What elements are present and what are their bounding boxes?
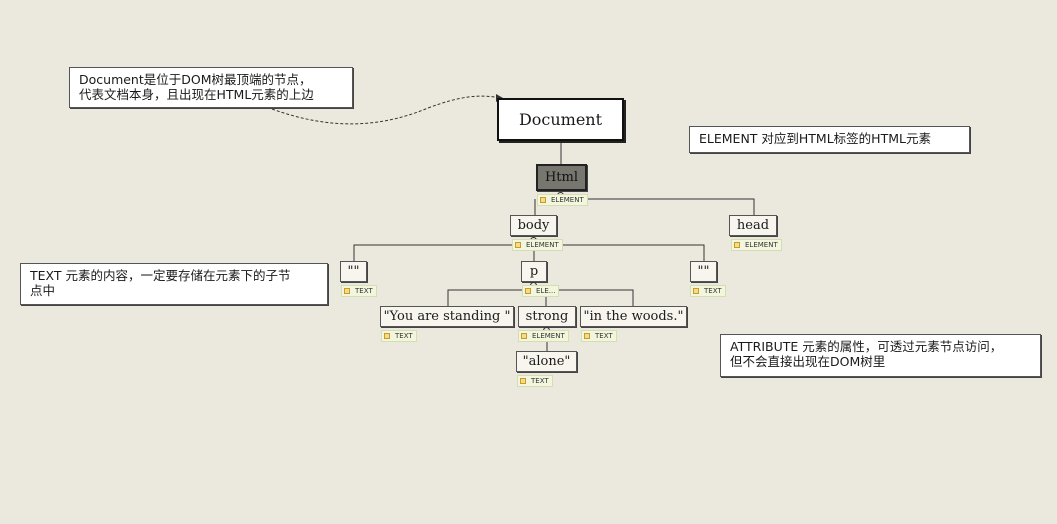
tag-icon [520, 378, 526, 384]
node-body[interactable]: body [510, 215, 557, 236]
type-tag-you-are-standing: TEXT [381, 330, 417, 342]
node-p[interactable]: p [521, 261, 547, 282]
node-text-right[interactable]: "" [690, 261, 717, 282]
tag-icon [525, 288, 531, 294]
tag-icon [584, 333, 590, 339]
tag-icon [693, 288, 699, 294]
type-tag-label: TEXT [355, 287, 373, 295]
note-attribute-line-1: ATTRIBUTE 元素的属性，可透过元素节点访问， [730, 339, 1003, 354]
type-tag-label: ELE... [536, 287, 556, 295]
node-in-the-woods[interactable]: "in the woods." [580, 306, 687, 327]
node-html[interactable]: Html [536, 164, 587, 191]
note-element-line-1: ELEMENT 对应到HTML标签的HTML元素 [699, 131, 931, 146]
type-tag-label: TEXT [704, 287, 722, 295]
type-tag-alone: TEXT [517, 375, 553, 387]
tag-icon [521, 333, 527, 339]
edge-html-children [560, 192, 755, 215]
node-text-left[interactable]: "" [340, 261, 367, 282]
note-document: Document是位于DOM树最顶端的节点， 代表文档本身，且出现在HTML元素… [69, 67, 353, 108]
note-text-line-1: TEXT 元素的内容，一定要存储在元素下的子节 [30, 268, 291, 283]
type-tag-p: ELE... [522, 285, 560, 297]
tag-icon [540, 197, 546, 203]
node-alone[interactable]: "alone" [516, 351, 577, 372]
node-strong[interactable]: strong [518, 306, 576, 327]
type-tag-html: ELEMENT [537, 194, 588, 206]
tag-icon [344, 288, 350, 294]
type-tag-strong: ELEMENT [518, 330, 569, 342]
type-tag-text-right: TEXT [690, 285, 726, 297]
note-text: TEXT 元素的内容，一定要存储在元素下的子节 点中 [20, 263, 328, 305]
note-text-line-2: 点中 [30, 283, 56, 298]
note-document-line-1: Document是位于DOM树最顶端的节点， [79, 72, 312, 87]
tag-icon [384, 333, 390, 339]
type-tag-label: TEXT [531, 377, 549, 385]
type-tag-label: ELEMENT [532, 332, 565, 340]
note-attribute-line-2: 但不会直接出现在DOM树里 [730, 354, 886, 369]
type-tag-head: ELEMENT [731, 239, 782, 251]
type-tag-label: TEXT [595, 332, 613, 340]
type-tag-label: TEXT [395, 332, 413, 340]
tag-icon [515, 242, 521, 248]
node-document[interactable]: Document [497, 98, 624, 141]
node-you-are-standing[interactable]: "You are standing " [380, 306, 514, 327]
tag-icon [734, 242, 740, 248]
type-tag-in-the-woods: TEXT [581, 330, 617, 342]
note-element: ELEMENT 对应到HTML标签的HTML元素 [689, 126, 970, 153]
note-document-pointer [271, 95, 501, 125]
note-document-line-2: 代表文档本身，且出现在HTML元素的上边 [79, 87, 314, 102]
type-tag-label: ELEMENT [526, 241, 559, 249]
node-head[interactable]: head [729, 215, 777, 236]
type-tag-label: ELEMENT [745, 241, 778, 249]
note-attribute: ATTRIBUTE 元素的属性，可透过元素节点访问， 但不会直接出现在DOM树里 [720, 334, 1041, 377]
type-tag-body: ELEMENT [512, 239, 563, 251]
type-tag-text-left: TEXT [341, 285, 377, 297]
type-tag-label: ELEMENT [551, 196, 584, 204]
